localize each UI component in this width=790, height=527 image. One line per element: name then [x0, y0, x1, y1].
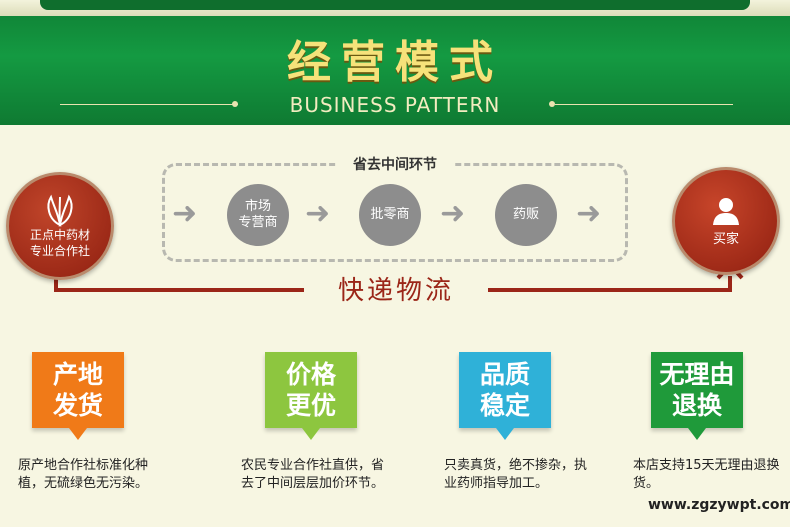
middleman-label: 省去中间环节 [337, 154, 453, 174]
arrow-right-icon: ➜ [172, 196, 198, 231]
person-icon [713, 197, 739, 225]
feature-desc-return: 本店支持15天无理由退换货。 [633, 458, 780, 491]
subtitle-line-left [60, 104, 238, 105]
buyer-circle: 买家 [672, 167, 780, 275]
subtitle-line-right [555, 104, 733, 105]
feature-desc-quality: 只卖真货，绝不掺杂，执业药师指导加工。 [444, 458, 588, 491]
seller-name-line2: 专业合作社 [29, 244, 90, 258]
seller-name-line1: 正点中药材 [29, 228, 90, 242]
arrow-right-icon: ➜ [440, 196, 466, 231]
node-drug-peddler: 药贩 [495, 184, 557, 246]
header-banner: 经营模式 BUSINESS PATTERN [0, 0, 790, 125]
badge-origin-line1: 产地 [52, 360, 103, 389]
top-bar [40, 0, 750, 10]
node-market-line2: 专营商 [238, 215, 278, 230]
badge-price-line2: 更优 [285, 391, 336, 420]
badge-origin-line2: 发货 [52, 391, 103, 420]
arrow-right-icon: ➜ [305, 196, 331, 231]
badge-price-pointer [302, 428, 320, 440]
feature-badge-quality: 品质稳定 [459, 352, 551, 428]
badge-return-pointer [688, 428, 706, 440]
badge-return-line1: 无理由 [659, 360, 735, 389]
node-wholesaler: 批零商 [359, 184, 421, 246]
seller-circle: 正点中药材 专业合作社 [6, 172, 114, 280]
subtitle-dot-right [549, 101, 555, 107]
top-strip [0, 0, 790, 16]
feature-badge-price: 价格更优 [265, 352, 357, 428]
badge-quality-pointer [496, 428, 514, 440]
badge-quality-line1: 品质 [479, 360, 530, 389]
feature-desc-origin: 原产地合作社标准化种植，无硫绿色无污染。 [18, 458, 149, 491]
badge-price-line1: 价格 [285, 360, 336, 389]
logistics-label: 快递物流 [304, 270, 488, 307]
feature-desc-price: 农民专业合作社直供，省去了中间层层加价环节。 [241, 458, 385, 491]
feature-badge-origin: 产地发货 [32, 352, 124, 428]
site-watermark: www.zgzywpt.com [648, 497, 790, 513]
node-peddler-label: 药贩 [512, 207, 539, 222]
badge-return-line2: 退换 [671, 391, 722, 420]
node-wholesaler-label: 批零商 [370, 207, 410, 222]
page-subtitle: BUSINESS PATTERN [289, 93, 501, 117]
badge-origin-pointer [69, 428, 87, 440]
node-market-dealer: 市场 专营商 [227, 184, 289, 246]
node-market-line1: 市场 [244, 199, 271, 214]
subtitle-dot-left [232, 101, 238, 107]
logistics-line-right [728, 276, 732, 292]
arrow-right-icon: ➜ [576, 196, 602, 231]
badge-quality-line2: 稳定 [479, 391, 530, 420]
feature-badge-return: 无理由退换 [651, 352, 743, 428]
leaf-logo-icon [47, 194, 73, 227]
logistics-line-left [54, 270, 58, 292]
buyer-label: 买家 [712, 231, 739, 247]
page-title: 经营模式 [287, 37, 503, 88]
